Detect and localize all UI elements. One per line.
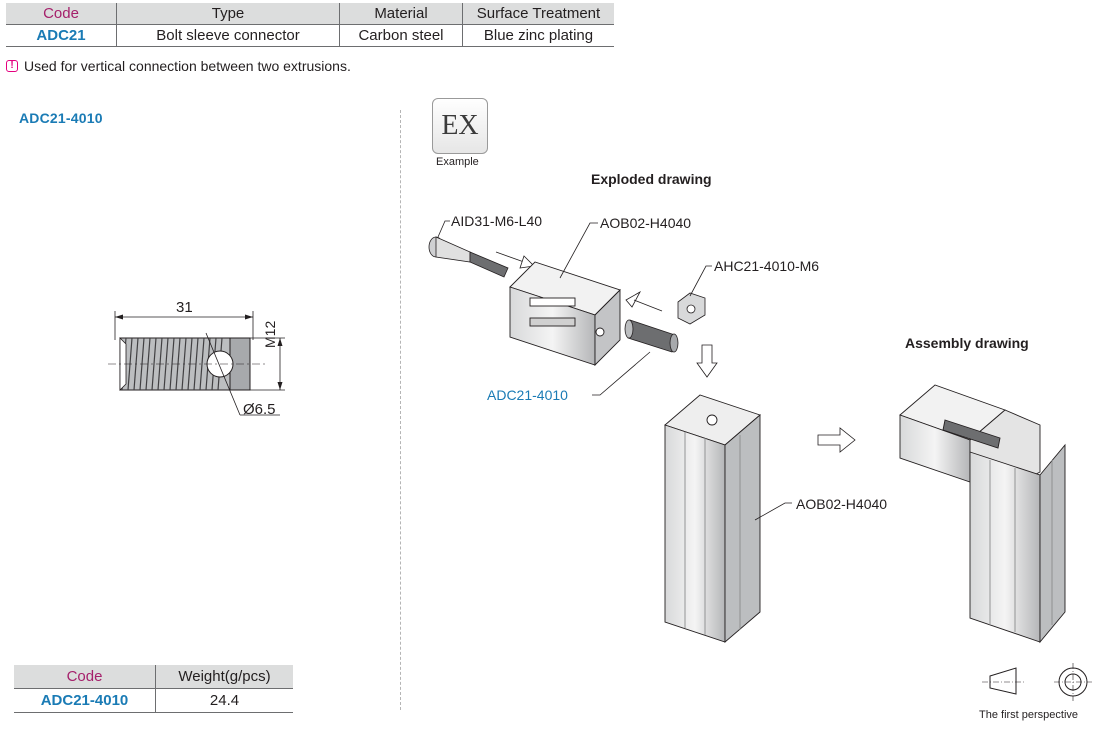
perspective-label: The first perspective: [979, 709, 1079, 721]
first-angle-projection-symbol: [982, 663, 1092, 701]
spec-header-surface: Surface Treatment: [462, 3, 614, 25]
weight-header-code: Code: [14, 665, 156, 689]
spec-table: Code Type Material Surface Treatment ADC…: [6, 3, 614, 47]
spec-material: Carbon steel: [339, 24, 463, 47]
top-profile-part: [509, 261, 621, 367]
spec-table-header-row: Code Type Material Surface Treatment: [6, 3, 614, 25]
usage-note: ! Used for vertical connection between t…: [6, 58, 351, 74]
spec-header-material: Material: [339, 3, 463, 25]
example-caption: Example: [436, 156, 479, 168]
label-bolt: AID31-M6-L40: [451, 213, 543, 229]
table-row: ADC21 Bolt sleeve connector Carbon steel…: [6, 24, 614, 47]
nut-part: [677, 292, 706, 325]
part-title: ADC21-4010: [19, 110, 103, 126]
vertical-profile-part: [664, 394, 761, 643]
label-top-profile: AOB02-H4040: [600, 215, 692, 231]
spec-surface: Blue zinc plating: [462, 24, 614, 47]
label-bottom-profile: AOB02-H4040: [796, 496, 888, 512]
dimension-thread: M12: [262, 320, 278, 348]
example-badge: EX: [432, 98, 488, 154]
dimension-hole: Ø6.5: [243, 401, 276, 418]
label-connector: ADC21-4010: [487, 387, 568, 403]
section-divider: [400, 110, 401, 710]
connector-part: [624, 319, 679, 353]
spec-header-type: Type: [116, 3, 340, 25]
spec-code: ADC21: [6, 24, 117, 47]
usage-note-text: Used for vertical connection between two…: [24, 58, 351, 74]
exploded-heading: Exploded drawing: [591, 171, 712, 187]
assembly-heading: Assembly drawing: [905, 335, 1029, 351]
table-row: ADC21-4010 24.4: [14, 688, 293, 713]
label-nut: AHC21-4010-M6: [714, 258, 820, 274]
weight-table: Code Weight(g/pcs) ADC21-4010 24.4: [14, 665, 293, 713]
assembled-part: [899, 384, 1066, 644]
spec-type: Bolt sleeve connector: [116, 24, 340, 47]
weight-value: 24.4: [155, 688, 293, 713]
dimension-length: 31: [176, 299, 193, 316]
spec-header-code: Code: [6, 3, 117, 25]
exploded-assembly-illustration: [428, 220, 1066, 644]
weight-code: ADC21-4010: [14, 688, 156, 713]
bolt-part: [428, 236, 509, 278]
weight-header-weight: Weight(g/pcs): [155, 665, 293, 689]
weight-table-header-row: Code Weight(g/pcs): [14, 665, 293, 689]
warning-icon: !: [6, 60, 18, 72]
connector-dimension-drawing: [108, 311, 285, 416]
